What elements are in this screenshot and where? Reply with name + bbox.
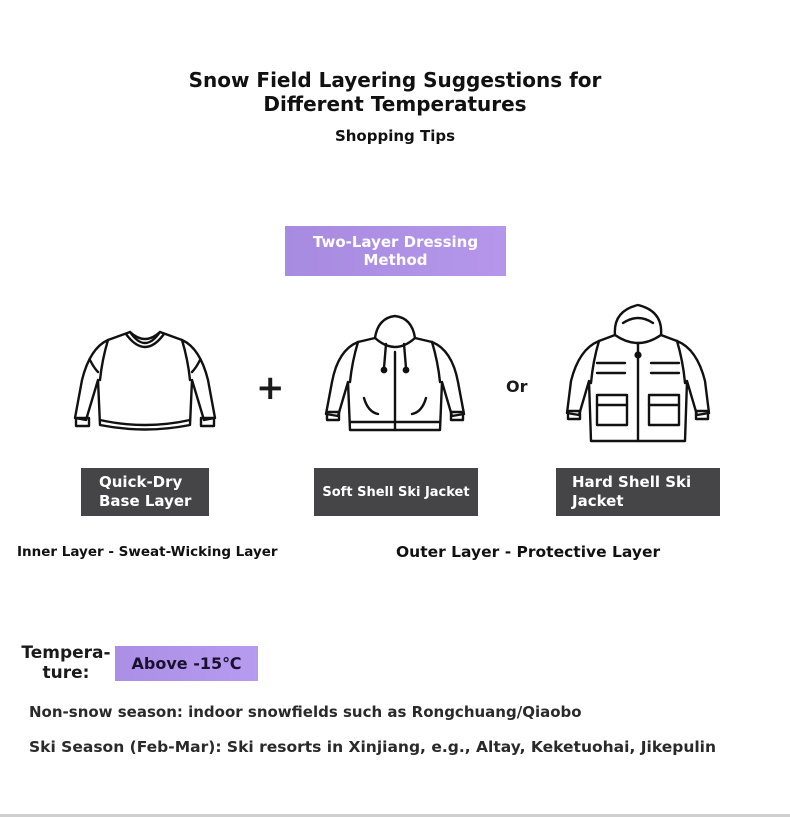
page-subtitle: Shopping Tips <box>334 127 456 145</box>
method-badge: Two-Layer Dressing Method <box>285 226 506 276</box>
title-line-2: Different Temperatures <box>263 92 527 116</box>
tip-non-snow-season: Non-snow season: indoor snowfields such … <box>29 703 582 721</box>
hard-shell-label-line-2: Jacket <box>572 492 624 510</box>
base-layer-label-line-2: Base Layer <box>99 492 192 510</box>
bottom-divider <box>0 814 790 817</box>
or-operator: Or <box>506 377 528 396</box>
inner-layer-caption: Inner Layer - Sweat-Wicking Layer <box>17 544 278 560</box>
page-title: Snow Field Layering Suggestions for Diff… <box>150 68 640 116</box>
hard-shell-label-line-1: Hard Shell Ski <box>572 473 692 491</box>
soft-shell-label: Soft Shell Ski Jacket <box>314 468 478 516</box>
outer-layer-caption: Outer Layer - Protective Layer <box>396 543 661 561</box>
tip-ski-season: Ski Season (Feb-Mar): Ski resorts in Xin… <box>29 738 717 756</box>
temperature-label-line-2: ture: <box>42 663 90 683</box>
base-layer-label-line-1: Quick-Dry <box>99 473 183 491</box>
title-line-1: Snow Field Layering Suggestions for <box>188 68 602 92</box>
sweater-icon <box>70 320 220 460</box>
temperature-badge: Above -15℃ <box>115 646 258 681</box>
hard-shell-jacket-icon <box>563 303 713 443</box>
temperature-label-line-1: Tempera- <box>21 643 111 663</box>
soft-shell-jacket-icon <box>320 312 470 452</box>
hard-shell-label: Hard Shell Ski Jacket <box>556 468 720 516</box>
temperature-label: Tempera- ture: <box>20 643 112 683</box>
base-layer-label: Quick-Dry Base Layer <box>81 468 209 516</box>
plus-operator: + <box>256 368 285 408</box>
